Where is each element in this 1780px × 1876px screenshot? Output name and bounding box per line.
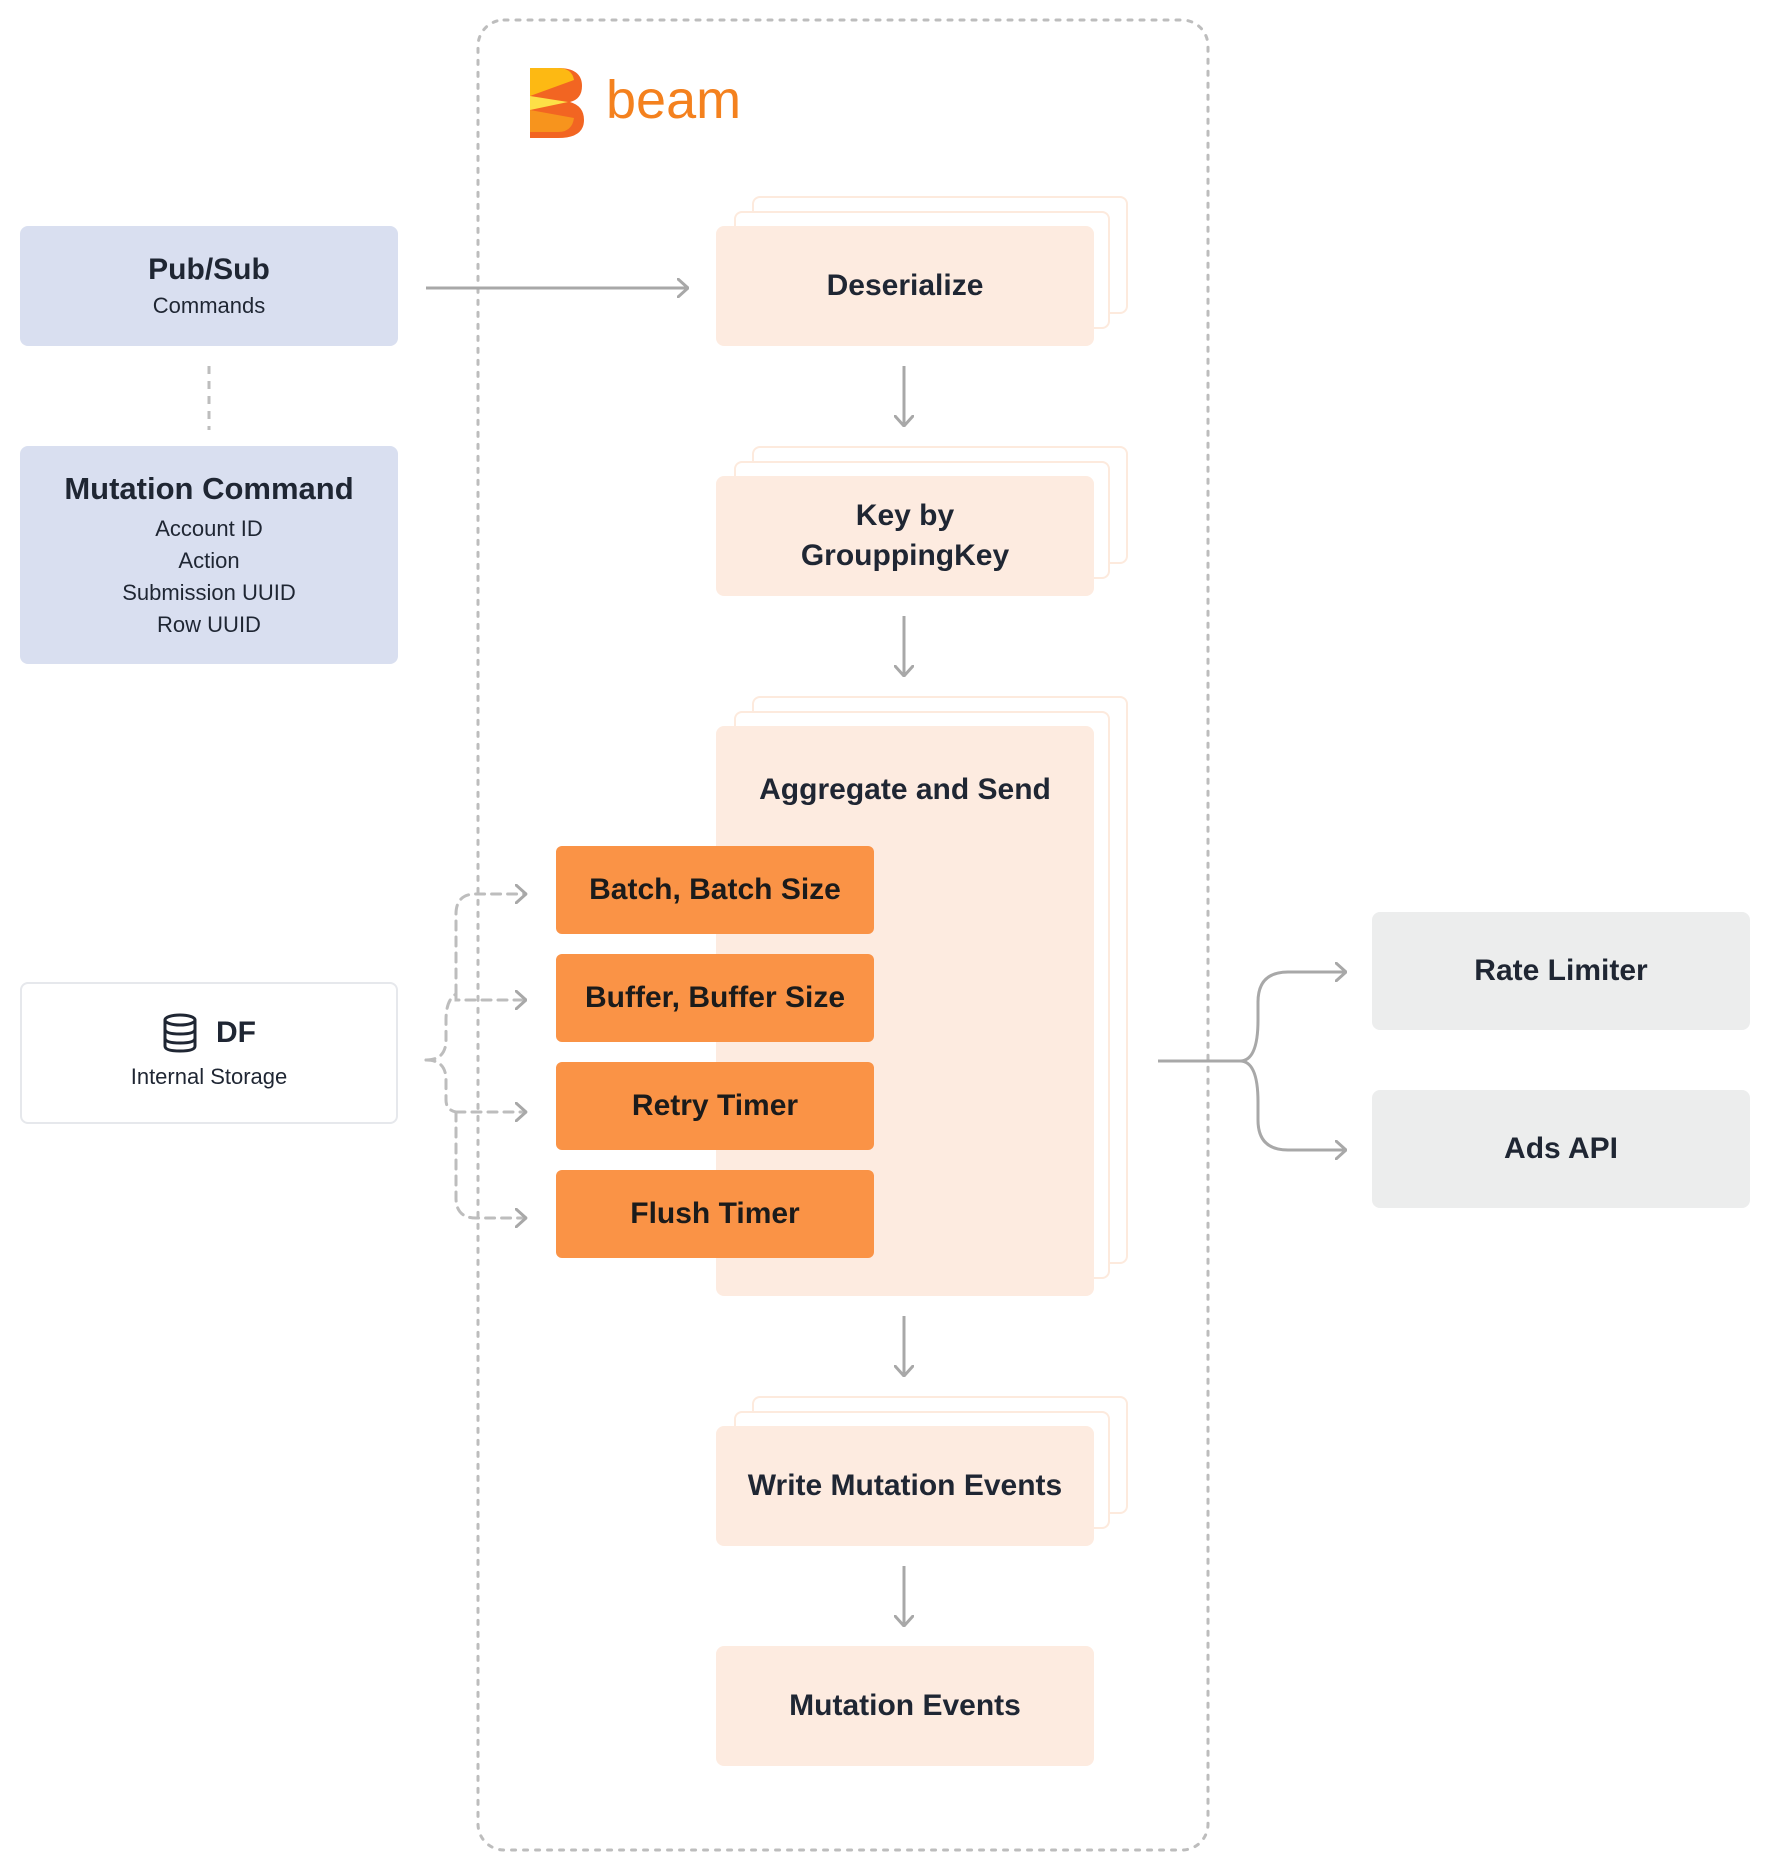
storage-heading: DF (162, 1013, 256, 1053)
write-events-label: Write Mutation Events (747, 1469, 1063, 1502)
storage-subtitle: Internal Storage (130, 1064, 288, 1089)
field-submission-uuid: Submission UUID (122, 580, 296, 605)
step-buffer: Buffer, Buffer Size (556, 954, 874, 1042)
target-fanout (1158, 972, 1346, 1150)
write-events-box: Write Mutation Events (716, 1426, 1094, 1546)
storage-title: DF (216, 1016, 256, 1049)
step-flush-timer-label: Flush Timer (630, 1197, 800, 1230)
field-account-id: Account ID (155, 516, 263, 541)
storage-fanout-dashed (424, 894, 528, 1218)
ads-api-label: Ads API (1504, 1132, 1618, 1165)
deserialize-label: Deserialize (826, 269, 984, 302)
deserialize-box: Deserialize (716, 226, 1094, 346)
rate-limiter-label: Rate Limiter (1474, 954, 1648, 987)
keyby-label-line1: Key by (855, 499, 955, 532)
pubsub-title: Pub/Sub (148, 253, 270, 286)
beam-logo-icon (530, 68, 584, 138)
pubsub-box: Pub/Sub Commands (20, 226, 398, 346)
step-buffer-label: Buffer, Buffer Size (584, 981, 846, 1014)
keyby-label-line2: GrouppingKey (800, 539, 1010, 572)
keyby-box: Key by GrouppingKey (716, 476, 1094, 596)
mutation-events-label: Mutation Events (789, 1689, 1021, 1722)
field-row-uuid: Row UUID (157, 612, 261, 637)
database-icon (163, 1013, 197, 1053)
pubsub-subtitle: Commands (152, 293, 266, 318)
beam-logo-text: beam (606, 70, 742, 130)
rate-limiter-box: Rate Limiter (1372, 912, 1750, 1030)
step-batch: Batch, Batch Size (556, 846, 874, 934)
ads-api-box: Ads API (1372, 1090, 1750, 1208)
step-flush-timer: Flush Timer (556, 1170, 874, 1258)
step-retry-timer-label: Retry Timer (631, 1089, 799, 1122)
internal-storage-box: DF Internal Storage (20, 982, 398, 1124)
field-action: Action (178, 548, 240, 573)
aggregate-label: Aggregate and Send (759, 773, 1051, 806)
mutation-events-box: Mutation Events (716, 1646, 1094, 1766)
mutation-command-title: Mutation Command (64, 471, 354, 506)
mutation-command-box: Mutation Command Account ID Action Submi… (20, 446, 398, 664)
beam-pipeline-boundary (476, 18, 1210, 1852)
step-retry-timer: Retry Timer (556, 1062, 874, 1150)
step-batch-label: Batch, Batch Size (589, 873, 841, 906)
